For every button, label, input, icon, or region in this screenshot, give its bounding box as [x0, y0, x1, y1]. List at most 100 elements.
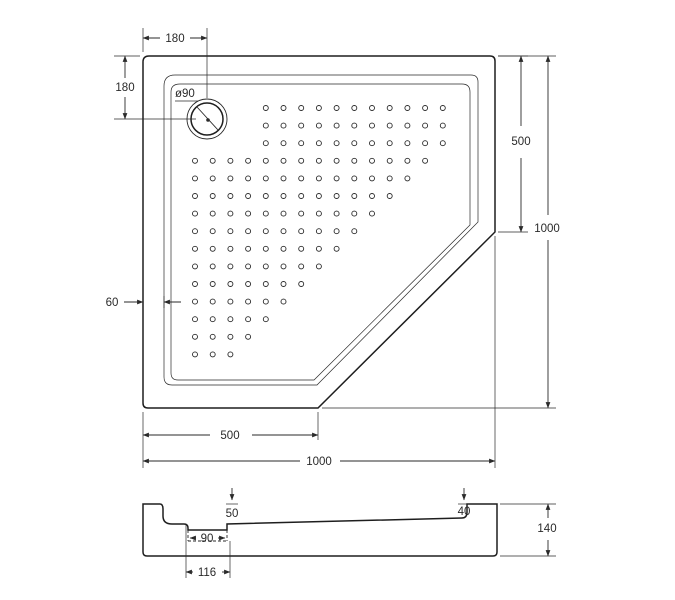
anti-slip-dot [280, 210, 287, 217]
anti-slip-dot [369, 122, 375, 129]
anti-slip-dot [192, 157, 198, 164]
dim-width-total: 1000 [142, 236, 496, 468]
anti-slip-dot [227, 263, 234, 270]
anti-slip-dot [280, 228, 287, 235]
anti-slip-dot [192, 175, 198, 182]
anti-slip-dot [245, 245, 252, 252]
anti-slip-dot [351, 157, 358, 164]
dim-rim-right: 40 [458, 488, 471, 518]
section-view: 50 40 140 90 116 [142, 488, 557, 579]
dim-rim-right-label: 40 [458, 506, 471, 518]
dim-drain-width-label: 90 [201, 533, 214, 545]
anti-slip-dot [227, 245, 234, 252]
anti-slip-dot [315, 263, 322, 270]
anti-slip-dot [192, 193, 198, 199]
anti-slip-dot [245, 298, 252, 305]
anti-slip-dot [209, 210, 216, 217]
anti-slip-dot [298, 245, 305, 252]
anti-slip-dot [369, 140, 375, 147]
anti-slip-dot [209, 245, 216, 252]
tray-rim-inner [170, 83, 471, 381]
anti-slip-dot [262, 228, 269, 235]
tray-rim-outer [163, 74, 479, 386]
dim-drain-y-label: 180 [115, 82, 134, 94]
anti-slip-dot [192, 333, 198, 340]
section-drain [187, 530, 228, 542]
anti-slip-dot [333, 228, 340, 235]
anti-slip-dot [298, 228, 305, 235]
anti-slip-dot [369, 157, 375, 164]
anti-slip-dot [315, 175, 322, 182]
dim-drain-diameter: ø90 [175, 88, 198, 102]
anti-slip-dot [209, 193, 216, 199]
anti-slip-dot [333, 175, 340, 182]
anti-slip-dot [298, 175, 305, 182]
anti-slip-dot [386, 157, 393, 164]
anti-slip-dot [209, 281, 216, 287]
anti-slip-dot [315, 245, 322, 252]
dim-rim-left-label: 50 [226, 508, 239, 520]
anti-slip-dot [262, 281, 269, 287]
anti-slip-dot [315, 157, 322, 164]
anti-slip-dot [227, 316, 234, 323]
anti-slip-dot [351, 210, 358, 217]
section-outline [142, 503, 498, 557]
anti-slip-dot [369, 175, 375, 182]
anti-slip-dot [262, 263, 269, 270]
anti-slip-dot [351, 175, 358, 182]
anti-slip-dot [280, 157, 287, 164]
dim-side-rim: 60 [106, 296, 181, 309]
anti-slip-dot [351, 105, 358, 111]
anti-slip-dot [386, 122, 393, 129]
anti-slip-dot [386, 140, 393, 147]
anti-slip-dot [404, 157, 411, 164]
anti-slip-dot [227, 351, 234, 358]
tray-outline [142, 55, 496, 409]
anti-slip-dot [439, 122, 446, 129]
anti-slip-dot [333, 245, 340, 252]
anti-slip-dot [262, 193, 269, 199]
plan-view: 180 180 ø90 60 500 [106, 28, 560, 468]
anti-slip-dot [192, 298, 198, 305]
anti-slip-dot [333, 210, 340, 217]
dim-rim-left: 50 [226, 488, 239, 520]
anti-slip-dot [209, 351, 216, 358]
dim-drain-x-label: 180 [165, 33, 184, 45]
anti-slip-dot [404, 122, 411, 129]
dim-depth-total: 1000 [322, 55, 560, 409]
dim-drain-offset: 116 [185, 524, 231, 579]
anti-slip-dot [262, 157, 269, 164]
anti-slip-dot [262, 316, 269, 323]
anti-slip-dot [404, 105, 411, 111]
anti-slip-dot [245, 228, 252, 235]
anti-slip-dot [192, 263, 198, 270]
anti-slip-dot [280, 105, 287, 111]
dim-drain-x: 180 [142, 28, 208, 98]
anti-slip-dot [192, 245, 198, 252]
anti-slip-dot [227, 298, 234, 305]
anti-slip-dot [262, 210, 269, 217]
anti-slip-dot [245, 281, 252, 287]
anti-slip-dot [315, 193, 322, 199]
anti-slip-dot [262, 140, 269, 147]
anti-slip-dot [386, 105, 393, 111]
dim-drain-width: 90 [189, 533, 226, 545]
anti-slip-dot [227, 281, 234, 287]
anti-slip-dot [262, 122, 269, 129]
anti-slip-dot [280, 175, 287, 182]
anti-slip-dot [192, 351, 198, 358]
anti-slip-dot [209, 228, 216, 235]
anti-slip-dot [422, 140, 429, 147]
anti-slip-dot [280, 193, 287, 199]
anti-slip-dot [245, 316, 252, 323]
anti-slip-dot [245, 333, 252, 340]
anti-slip-dot [245, 157, 252, 164]
anti-slip-dot [298, 281, 305, 287]
anti-slip-dot [333, 140, 340, 147]
anti-slip-dot [280, 245, 287, 252]
anti-slip-dot [298, 263, 305, 270]
anti-slip-dot [333, 105, 340, 111]
anti-slip-dot [227, 333, 234, 340]
anti-slip-dot [386, 175, 393, 182]
